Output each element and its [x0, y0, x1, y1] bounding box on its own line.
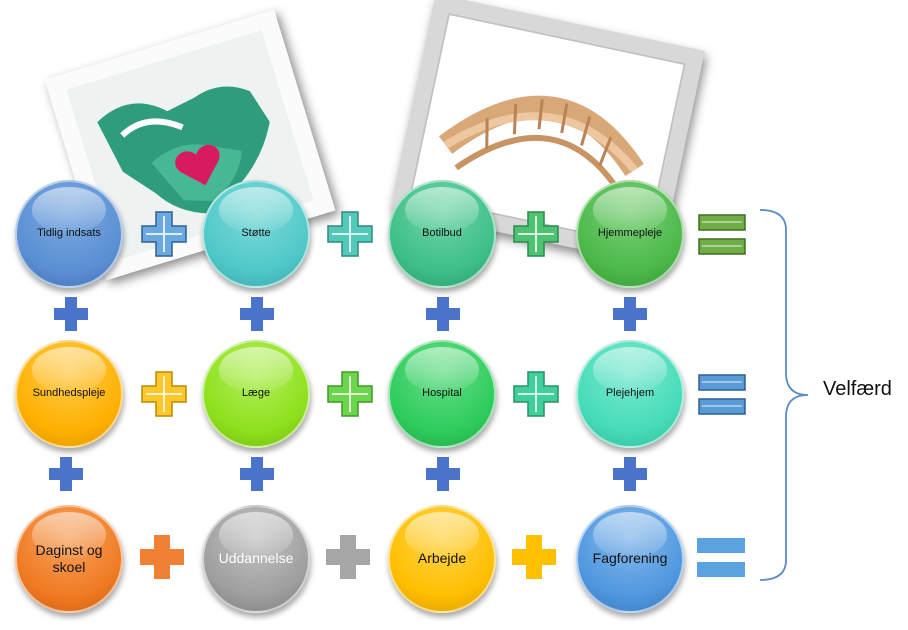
- plus-icon: [327, 211, 373, 257]
- circle-label: Hospital: [422, 387, 462, 400]
- circle-label: Daginst og skoel: [35, 541, 103, 576]
- plus-icon: [240, 457, 274, 491]
- circle-label: Uddannelse: [218, 550, 294, 567]
- circle-plejehjem: Plejehjem: [576, 340, 684, 448]
- circle-label: Hjemmepleje: [597, 227, 663, 240]
- plus-icon: [140, 535, 184, 579]
- plus-icon: [426, 457, 460, 491]
- circle-arbejde: Arbejde: [388, 505, 496, 613]
- plus-icon: [327, 371, 373, 417]
- bridge-icon: [438, 95, 644, 194]
- circle-label: Fagforening: [592, 550, 668, 567]
- circle-label: Sundhedspleje: [32, 387, 106, 400]
- plus-icon: [141, 211, 187, 257]
- circle-tidlig-indsats: Tidlig indsats: [15, 180, 123, 288]
- circle-label: Støtte: [241, 227, 271, 240]
- circle-label: Botilbud: [422, 227, 462, 240]
- plus-icon: [326, 535, 370, 579]
- circle-uddannelse: Uddannelse: [202, 505, 310, 613]
- right-brace: [759, 209, 809, 581]
- circle-stotte: Støtte: [202, 180, 310, 288]
- plus-icon: [426, 297, 460, 331]
- circle-hospital: Hospital: [388, 340, 496, 448]
- plus-icon: [240, 297, 274, 331]
- plus-icon: [512, 535, 556, 579]
- circle-label: Plejehjem: [605, 387, 655, 400]
- equals-icon: [698, 214, 746, 255]
- equals-icon: [698, 374, 746, 415]
- circle-label: Arbejde: [417, 550, 467, 567]
- circle-hjemmepleje: Hjemmepleje: [576, 180, 684, 288]
- plus-icon: [513, 371, 559, 417]
- circle-daginst-og-skoel: Daginst og skoel: [15, 505, 123, 613]
- plus-icon: [49, 457, 83, 491]
- circle-laege: Læge: [202, 340, 310, 448]
- handshake-heart-icon: [97, 86, 270, 214]
- plus-icon: [613, 457, 647, 491]
- plus-icon: [513, 211, 559, 257]
- plus-icon: [54, 297, 88, 331]
- circle-fagforening: Fagforening: [576, 505, 684, 613]
- handshake-photo: [44, 9, 336, 281]
- plus-icon: [141, 371, 187, 417]
- circle-botilbud: Botilbud: [388, 180, 496, 288]
- circle-label: Læge: [241, 387, 271, 400]
- equals-icon: [697, 538, 745, 577]
- circle-label: Tidlig indsats: [37, 227, 101, 240]
- bridge-photo: [390, 0, 705, 267]
- plus-icon: [613, 297, 647, 331]
- circle-sundhedspleje: Sundhedspleje: [15, 340, 123, 448]
- result-label: Velfærd: [823, 378, 892, 400]
